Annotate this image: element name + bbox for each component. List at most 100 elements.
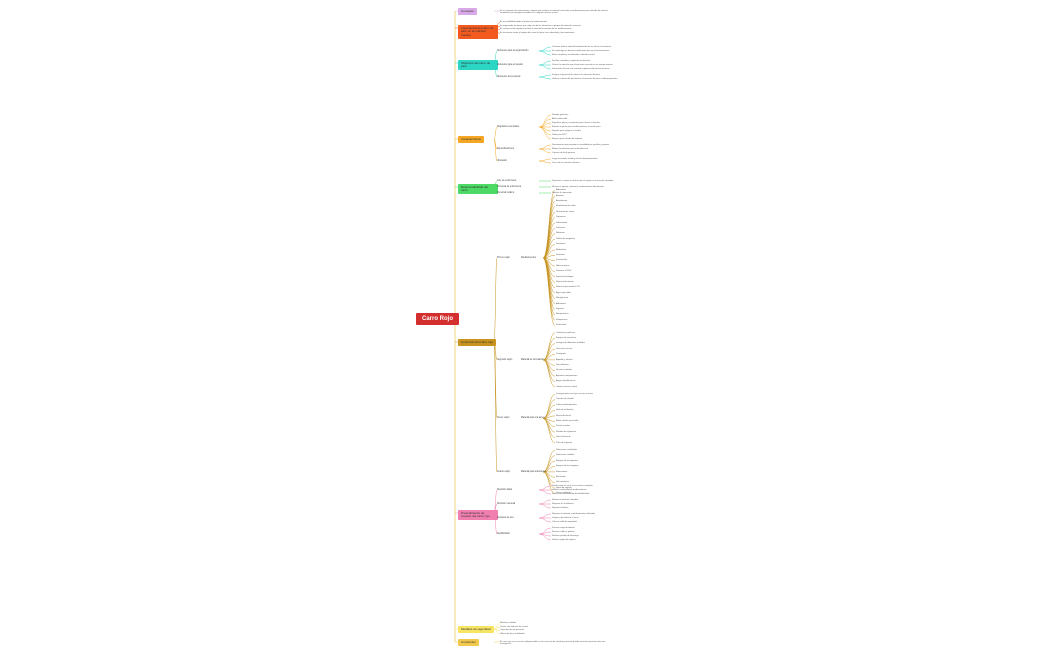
leaf-node[interactable]: Equipos de macrogotero <box>556 465 579 468</box>
group-node[interactable]: Referente del personal <box>497 75 521 78</box>
leaf-node[interactable]: Adrenalina <box>556 189 566 192</box>
group-node[interactable]: Desfibrilador <box>497 532 510 535</box>
leaf-node[interactable]: Altura adecuada <box>552 117 568 120</box>
leaf-node[interactable]: Bicarbonato de sodio <box>556 205 576 208</box>
group-node[interactable]: Personal de enfermería <box>497 185 522 188</box>
leaf-node[interactable]: Soluciones cristaloides <box>556 449 578 451</box>
leaf-node[interactable]: Equipos de microgotero <box>556 459 578 462</box>
branch-node[interactable]: Contenido del carro rojo <box>458 339 497 346</box>
leaf-node[interactable]: Tela adhesiva <box>556 364 569 366</box>
leaf-node[interactable]: Atropina <box>556 194 564 197</box>
leaf-node[interactable]: Verificar caducidad de medicamentos <box>552 488 587 491</box>
leaf-node[interactable]: Realizar inventario completo <box>552 498 579 501</box>
leaf-node[interactable]: Sulfato de magnesio <box>556 237 575 240</box>
group-node[interactable]: Revisión diaria <box>497 488 513 491</box>
leaf-node[interactable]: Reponer el material y medicamentos utili… <box>552 512 596 515</box>
leaf-node[interactable]: Hojas de registro <box>556 486 572 489</box>
group-node[interactable]: Ubicación <box>497 159 508 162</box>
branch-node[interactable]: Importancia del carro de paro en la prác… <box>458 25 498 39</box>
leaf-node[interactable]: Reponer faltantes <box>552 506 569 509</box>
leaf-node[interactable]: Soluciones coloides <box>556 454 575 457</box>
leaf-node[interactable]: Dimensiones que permitan su movilidad po… <box>552 143 610 146</box>
leaf-node[interactable]: Ubicación fija y señalizada <box>500 632 525 635</box>
leaf-node[interactable]: Garantizar el buen uso, manejo y optimiz… <box>552 67 610 70</box>
leaf-node[interactable]: Laringoscopio con hojas curvas y rectas <box>556 393 593 395</box>
leaf-node[interactable]: Digoxina <box>556 308 565 310</box>
leaf-node[interactable]: Contar con bitácora de control <box>500 625 528 628</box>
leaf-node[interactable]: Estar completo y actualizado, evitando e… <box>552 53 595 56</box>
group-node[interactable]: Segundo cajón <box>497 358 513 361</box>
leaf-node[interactable]: Es organizado en forma que cada uno de l… <box>500 24 581 27</box>
leaf-node[interactable]: Mantener sellado <box>500 622 516 625</box>
leaf-node[interactable]: Tabla para RCP <box>552 133 567 136</box>
leaf-node[interactable]: Norepinefrina <box>556 313 569 316</box>
leaf-node[interactable]: Dobutamina <box>556 221 568 224</box>
group-node[interactable]: Referente para el usuario <box>497 63 523 66</box>
leaf-node[interactable]: Verificar que el carro se encuentre comp… <box>552 484 593 487</box>
leaf-node[interactable]: Es un conjunto de comerciantes, equipo q… <box>500 9 608 15</box>
group-sublabel-node[interactable]: Material de circulación <box>521 358 544 361</box>
leaf-node[interactable]: Ofrecer la atención que el paciente nece… <box>552 63 613 66</box>
leaf-node[interactable]: Colocar sello de seguridad <box>552 520 577 523</box>
leaf-node[interactable]: Lápiz y bolígrafo <box>556 492 572 495</box>
leaf-node[interactable]: Cerca de la conexión eléctrica <box>552 161 580 164</box>
leaf-node[interactable]: Dopamina <box>556 216 566 219</box>
leaf-node[interactable]: Revisar carga de batería <box>552 526 575 529</box>
root-node[interactable]: Carro Rojo <box>416 313 460 325</box>
group-node[interactable]: Después de uso <box>497 516 514 519</box>
group-node[interactable]: Requisitos esenciales <box>497 125 520 128</box>
leaf-node[interactable]: Contiene todo el material fundamental de… <box>552 45 612 48</box>
leaf-node[interactable]: Mascarilla facial <box>556 414 571 417</box>
leaf-node[interactable]: Lidocaína <box>556 227 566 229</box>
leaf-node[interactable]: Es necesario contar al equipo del carro … <box>500 31 575 34</box>
leaf-node[interactable]: Torniquete <box>556 353 566 356</box>
leaf-node[interactable]: Se mantenga en buenas condiciones de uso… <box>552 49 610 52</box>
leaf-node[interactable]: Registrar en la bitácora <box>552 502 574 505</box>
leaf-node[interactable]: Verificar papel de registro <box>552 538 576 541</box>
leaf-node[interactable]: Amiodarona <box>556 200 568 202</box>
leaf-node[interactable]: Equipos de venoclisis <box>556 337 576 339</box>
branch-node[interactable]: Medidas de seguridad <box>458 626 494 633</box>
leaf-node[interactable]: Electrodos <box>556 476 566 478</box>
group-sublabel-node[interactable]: Material para soluciones <box>521 470 546 473</box>
leaf-node[interactable]: Dextrosa al 50% <box>556 270 572 273</box>
leaf-node[interactable]: Solución glucosada al 5% <box>556 286 580 289</box>
leaf-node[interactable]: Solución Hartmann <box>556 281 574 283</box>
leaf-node[interactable]: Guía de intubación <box>556 409 574 412</box>
leaf-node[interactable]: Hidrocortisona <box>556 264 570 267</box>
leaf-node[interactable]: Nitroglicerina <box>556 297 569 300</box>
leaf-node[interactable]: Adenosina <box>556 302 566 305</box>
leaf-node[interactable]: Extensiones <box>556 470 568 473</box>
leaf-node[interactable]: El carro rojo es un recurso indispensabl… <box>500 640 606 646</box>
leaf-node[interactable]: Integrar al personal de salud en la aten… <box>552 73 600 76</box>
leaf-node[interactable]: Vasopresina <box>556 318 568 321</box>
leaf-node[interactable]: Tubos endotraqueales <box>556 403 577 406</box>
leaf-node[interactable]: Sondas de aspiración <box>556 430 576 433</box>
group-node[interactable]: Referente para la organización <box>497 49 529 52</box>
leaf-node[interactable]: Midazolam <box>556 248 567 251</box>
leaf-node[interactable]: Algodón y alcohol <box>556 358 573 361</box>
leaf-node[interactable]: Revisar el equipo, material y medicament… <box>552 185 604 188</box>
branch-node[interactable]: Concepto <box>458 8 477 15</box>
group-sublabel-node[interactable]: Material para vía aérea <box>521 417 545 420</box>
leaf-node[interactable]: Unificar criterios del personal en la at… <box>552 77 618 80</box>
leaf-node[interactable]: Flumazenil <box>556 324 567 327</box>
leaf-node[interactable]: Cánulas de Guedel <box>556 398 574 401</box>
leaf-node[interactable]: Es accesibilidad rápida al material y me… <box>500 21 548 24</box>
leaf-node[interactable]: Bolsa válvula mascarilla <box>556 420 579 422</box>
leaf-node[interactable]: Apósitos transparentes <box>556 374 578 377</box>
leaf-node[interactable]: Fenitoína <box>556 254 565 256</box>
leaf-node[interactable]: Catéteres periféricos <box>556 331 576 334</box>
leaf-node[interactable]: Estante superior para medicamentos y car… <box>552 125 601 128</box>
group-node[interactable]: Tercer cajón <box>497 417 510 420</box>
branch-node[interactable]: Características <box>458 136 485 143</box>
leaf-node[interactable]: Realizar prueba de descarga <box>552 534 579 537</box>
leaf-node[interactable]: Pilas de repuesto <box>556 441 573 444</box>
leaf-node[interactable]: Solicitar la reposición <box>552 191 572 194</box>
branch-node[interactable]: Responsabilidad del carro <box>458 184 498 195</box>
group-sublabel-node[interactable]: Medicamentos <box>521 256 536 259</box>
leaf-node[interactable]: Revisar cables y paletas <box>552 530 575 533</box>
branch-node[interactable]: Objetivos del carro de paro <box>458 60 498 71</box>
leaf-node[interactable]: Agujas hipodérmicas <box>556 380 576 383</box>
leaf-node[interactable]: Superficie plana y resistente para coloc… <box>552 121 600 124</box>
